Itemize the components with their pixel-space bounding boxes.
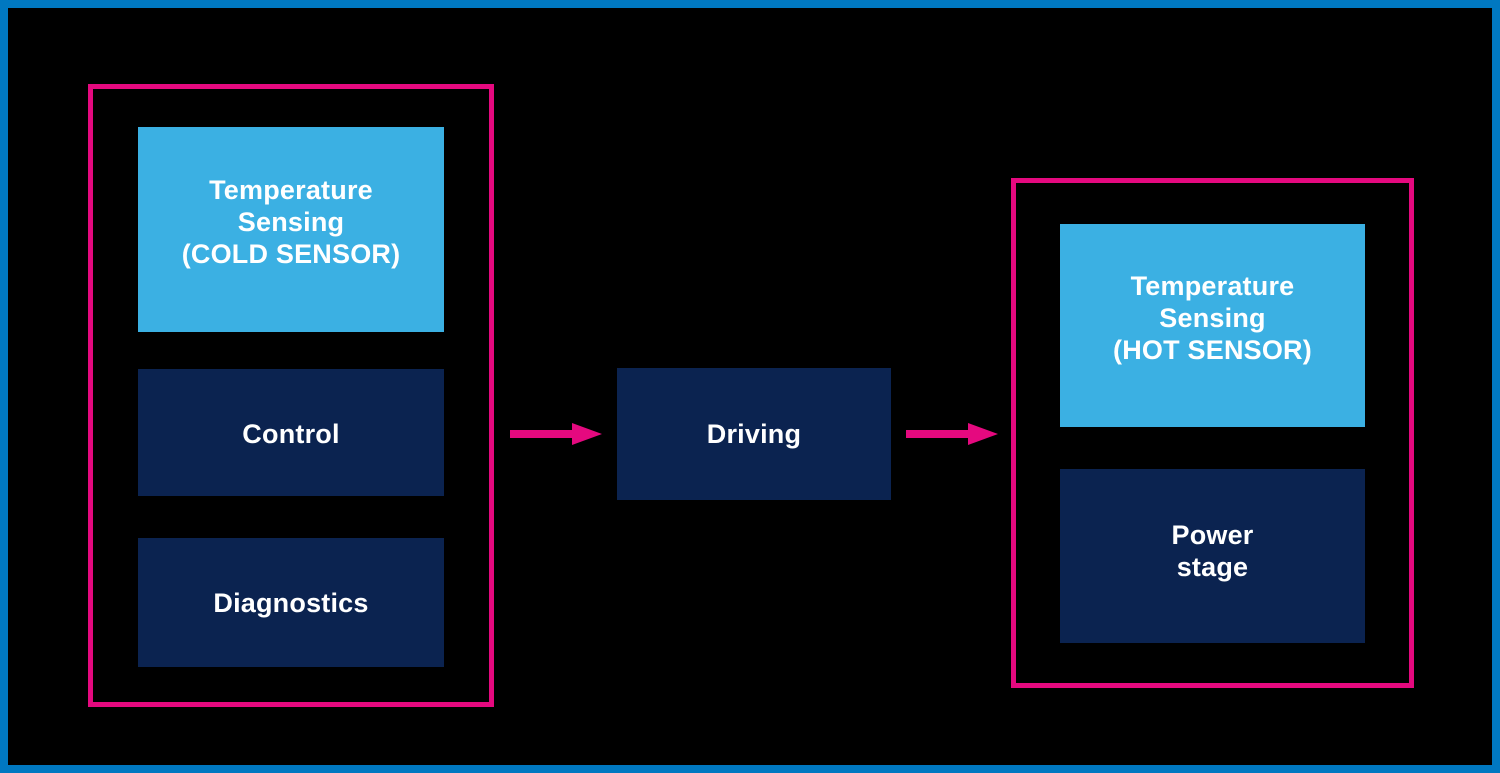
block-driving: Driving bbox=[617, 368, 891, 500]
block-power-stage: Power stage bbox=[1060, 469, 1365, 643]
block-cold-temperature-sensing: Temperature Sensing (COLD SENSOR) bbox=[138, 127, 444, 332]
hot-side-group-panel bbox=[1011, 178, 1414, 688]
arrow-right-icon-driving-to-power bbox=[906, 420, 998, 448]
arrow-right-icon-control-to-driving bbox=[510, 420, 602, 448]
block-control: Control bbox=[138, 369, 444, 496]
block-hot-temperature-sensing: Temperature Sensing (HOT SENSOR) bbox=[1060, 224, 1365, 427]
block-diagnostics: Diagnostics bbox=[138, 538, 444, 667]
cold-side-group-panel bbox=[88, 84, 494, 707]
